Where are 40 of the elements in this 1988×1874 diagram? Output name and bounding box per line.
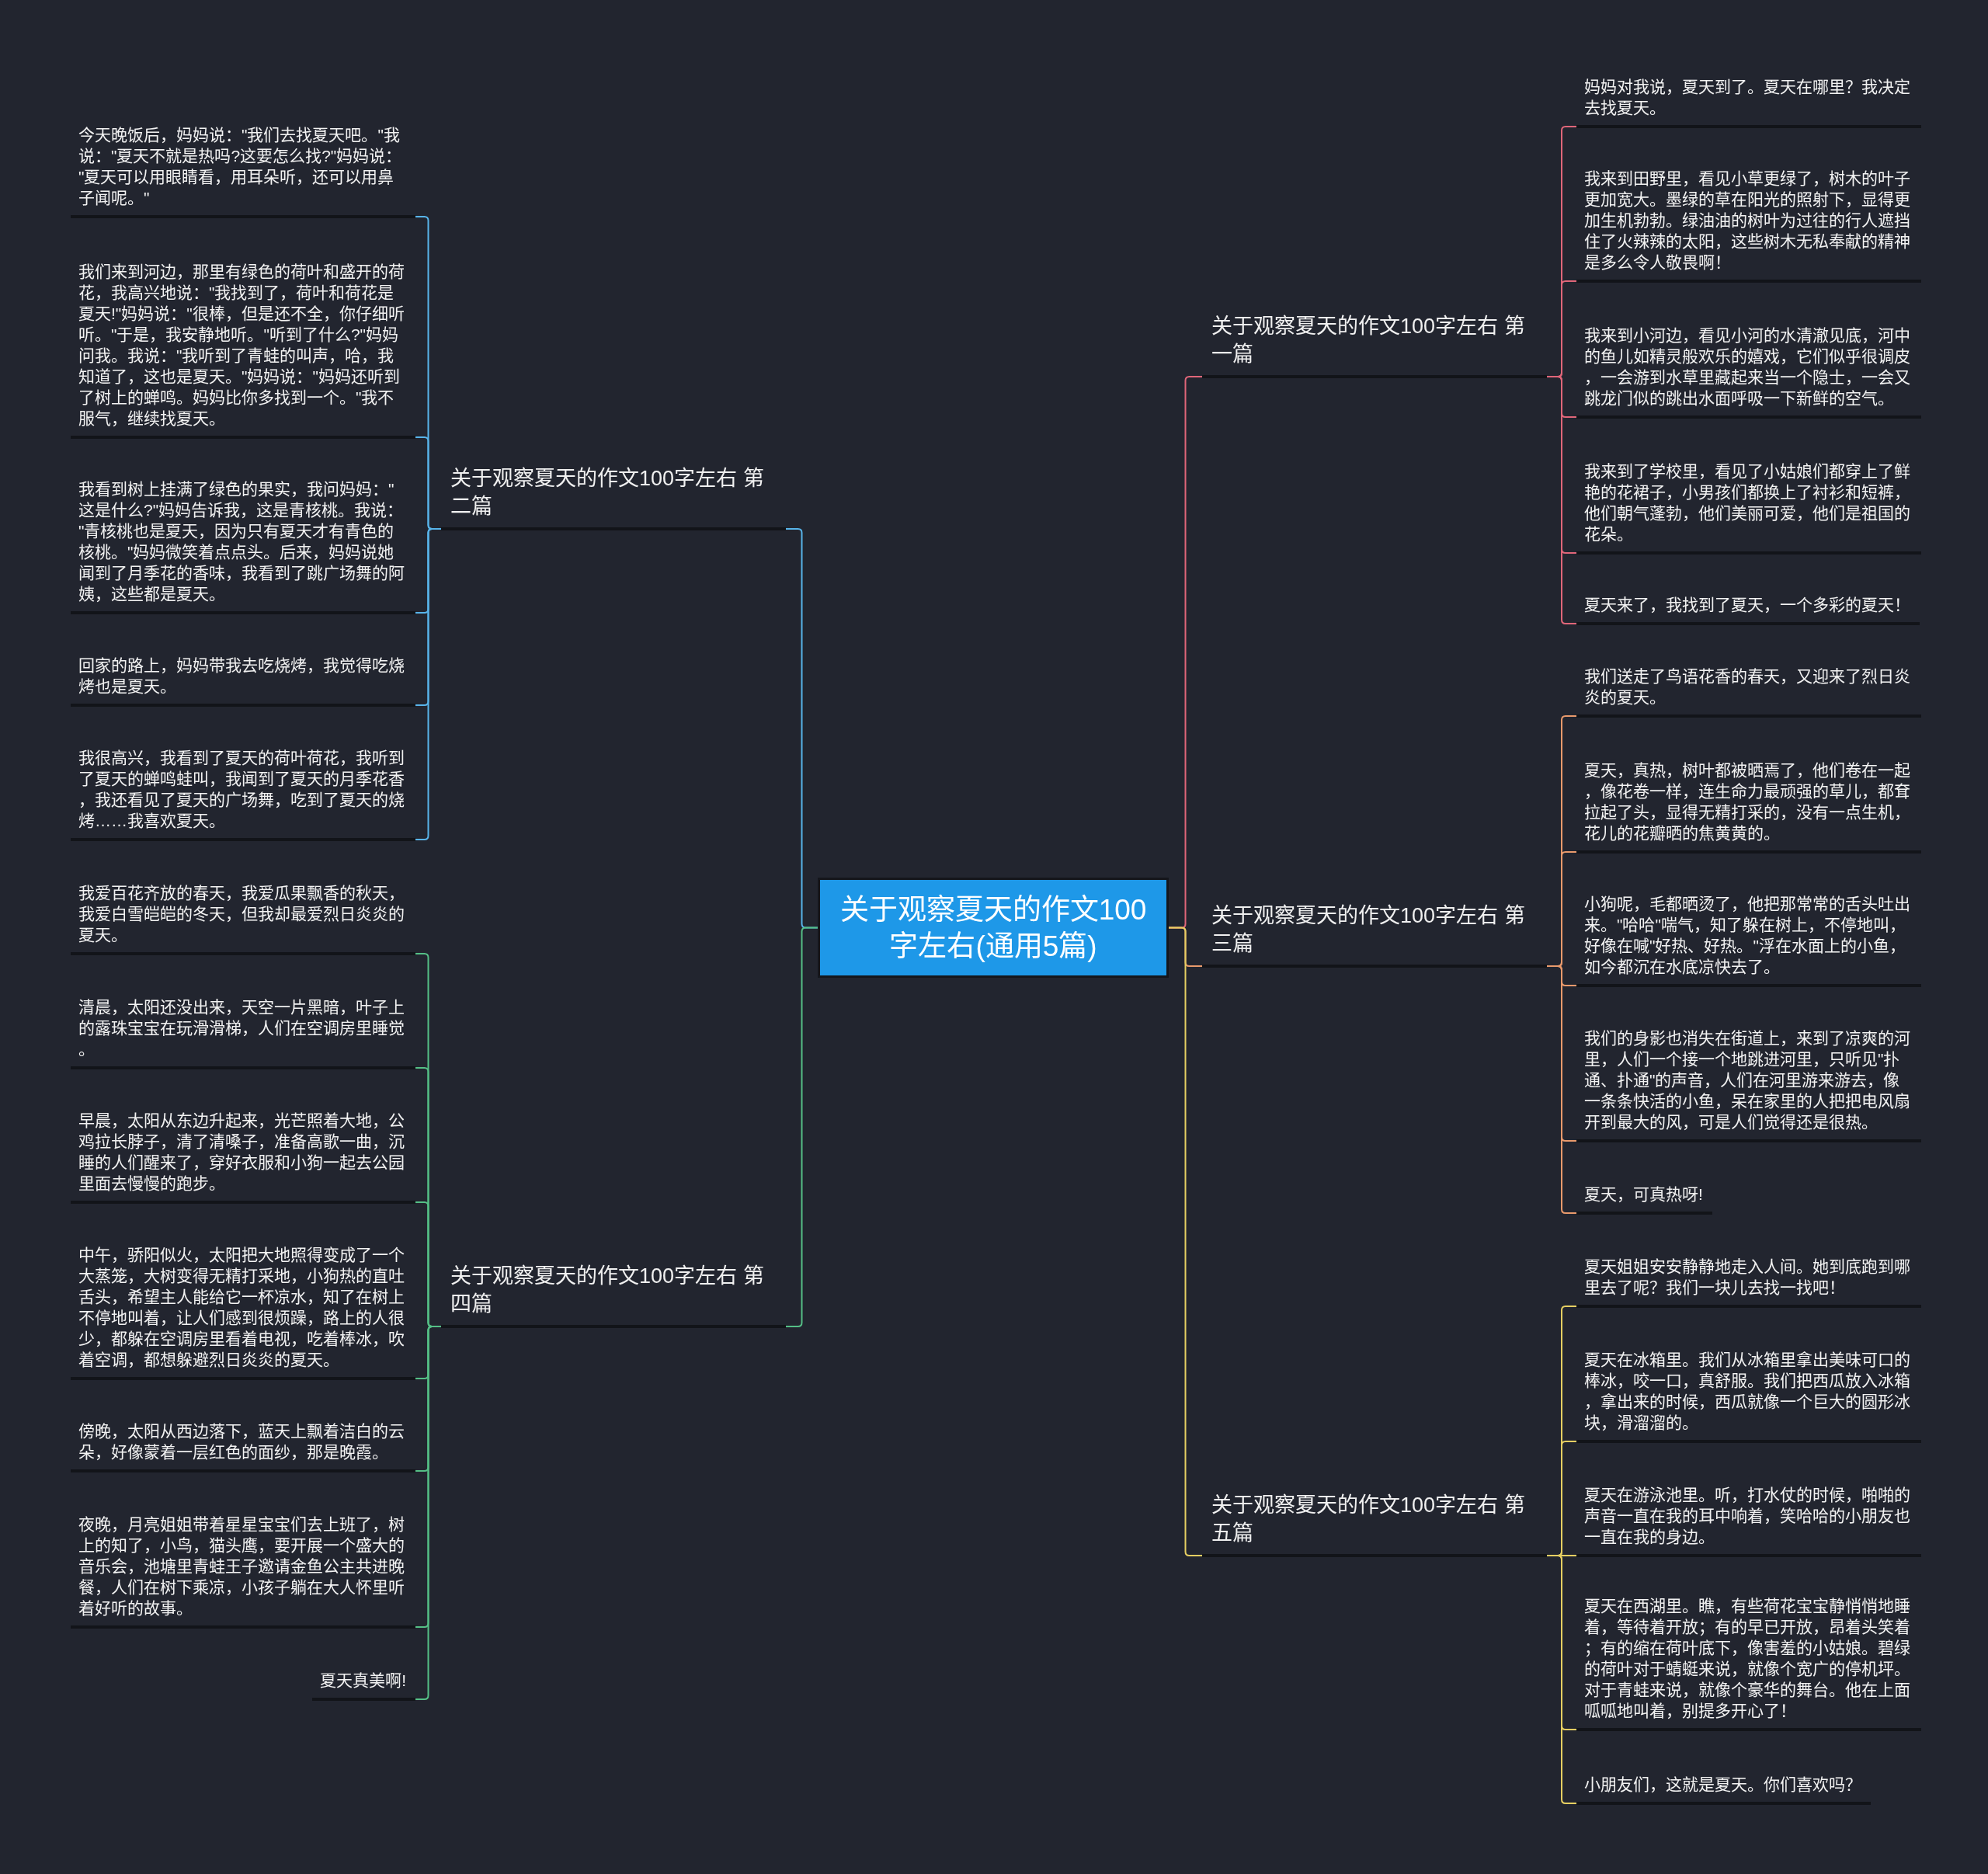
connector-line <box>1168 927 1203 1556</box>
branch-heading: 关于观察夏天的作文100字左右 第四篇 <box>441 1262 786 1328</box>
leaf-paragraph: 夏天在西湖里。瞧，有些荷花宝宝静悄悄地睡着，等待着开放；有的早已开放，昂着头笑着；有的缩在荷叶底下，像害羞的小姑娘。碧绿的荷叶对于蜻蜓来说，就像个宽广的停机坪。对于青蛙来说，就像个豪华的舞台。他在上面呱呱地叫着，别提多开心了！ <box>1576 1589 1921 1731</box>
leaf-paragraph: 早晨，太阳从东边升起来，光芒照着大地，公鸡拉长脖子，清了清嗓子，准备高歌一曲，沉睡的人们醒来了，穿好衣服和小狗一起去公园里面去慢慢的跑步。 <box>71 1104 415 1204</box>
leaf-paragraph: 我爱百花齐放的春天，我爱瓜果飘香的秋天，我爱白雪皑皑的冬天，但我却最爱烈日炎炎的夏天。 <box>71 876 415 955</box>
leaf-paragraph: 夜晚，月亮姐姐带着星星宝宝们去上班了，树上的知了，小鸟，猫头鹰，要开展一个盛大的音乐会，池塘里青蛙王子邀请金鱼公主共进晚餐，人们在树下乘凉，小孩子躺在大人怀里听着好听的故事。 <box>71 1507 415 1629</box>
leaf-paragraph: 我们来到河边，那里有绿色的荷叶和盛开的荷花，我高兴地说："我找到了，荷叶和荷花是夏天!"妈妈说："很棒，但是还不全，你仔细听听。"于是，我安静地听。"听到了什么?"妈妈问我。我说："我听到了青蛙的叫声，哈，我知道了，这也是夏天。"妈妈说："妈妈还听到了树上的蝉鸣。妈妈比你多找到一个。"我不服气，继续找夏天。 <box>71 255 415 439</box>
leaf-paragraph: 我看到树上挂满了绿色的果实，我问妈妈："这是什么?"妈妈告诉我，这是青核桃。我说："青核桃也是夏天，因为只有夏天才有青色的核桃。"妈妈微笑着点点头。后来，妈妈说她闻到了月季花的香味，我看到了跳广场舞的阿姨，这些都是夏天。 <box>71 472 415 614</box>
connector-line <box>415 528 442 840</box>
connector-line <box>415 1326 442 1700</box>
branch-heading: 关于观察夏天的作文100字左右 第三篇 <box>1202 902 1547 968</box>
connector-line <box>785 927 818 1327</box>
branch-heading: 关于观察夏天的作文100字左右 第二篇 <box>441 464 786 530</box>
connector-line <box>1546 376 1577 624</box>
leaf-paragraph: 小朋友们，这就是夏天。你们喜欢吗？ <box>1576 1768 1871 1805</box>
leaf-paragraph: 我来到了学校里，看见了小姑娘们都穿上了鲜艳的花裙子，小男孩们都换上了衬衫和短裤，他们朝气蓬勃，他们美丽可爱，他们是祖国的花朵。 <box>1576 454 1921 555</box>
leaf-paragraph: 夏天，真热，树叶都被晒焉了，他们卷在一起，像花卷一样，连生命力最顽强的草儿，都耷拉起了头，显得无精打采的，没有一点生机，花儿的花瓣晒的焦黄黄的。 <box>1576 753 1921 854</box>
leaf-paragraph: 中午，骄阳似火，太阳把大地照得变成了一个大蒸笼，大树变得无精打采地，小狗热的直吐舌头，希望主人能给它一杯凉水，知了在树上不停地叫着，让人们感到很烦躁，路上的人很少，都躲在空调房里看着电视，吃着棒冰，吹着空调，都想躲避烈日炎炎的夏天。 <box>71 1238 415 1380</box>
leaf-paragraph: 夏天来了，我找到了夏天，一个多彩的夏天！ <box>1576 588 1920 625</box>
leaf-paragraph: 夏天，可真热呀! <box>1576 1177 1712 1215</box>
branch-heading: 关于观察夏天的作文100字左右 第一篇 <box>1202 312 1547 378</box>
connector-line <box>1546 965 1577 1214</box>
leaf-paragraph: 傍晚，太阳从西边落下，蓝天上飘着洁白的云朵，好像蒙着一层红色的面纱，那是晚霞。 <box>71 1414 415 1472</box>
leaf-paragraph: 我来到小河边，看见小河的水清澈见底，河中的鱼儿如精灵般欢乐的嬉戏，它们似乎很调皮，一会游到水草里藏起来当一个隐士，一会又跳龙门似的跳出水面呼吸一下新鲜的空气。 <box>1576 318 1921 419</box>
leaf-paragraph: 夏天在冰箱里。我们从冰箱里拿出美味可口的棒冰，咬一口，真舒服。我们把西瓜放入冰箱，拿出来的时候，西瓜就像一个巨大的圆形冰块，滑溜溜的。 <box>1576 1343 1921 1443</box>
leaf-paragraph: 我很高兴，我看到了夏天的荷叶荷花，我听到了夏天的蝉鸣蛙叫，我闻到了夏天的月季花香，我还看见了夏天的广场舞，吃到了夏天的烧烤……我喜欢夏天。 <box>71 741 415 841</box>
leaf-paragraph: 回家的路上，妈妈带我去吃烧烤，我觉得吃烧烤也是夏天。 <box>71 648 415 707</box>
branch-heading: 关于观察夏天的作文100字左右 第五篇 <box>1202 1491 1547 1557</box>
leaf-paragraph: 夏天姐姐安安静静地走入人间。她到底跑到哪里去了呢？我们一块儿去找一找吧！ <box>1576 1250 1921 1308</box>
leaf-paragraph: 清晨，太阳还没出来，天空一片黑暗，叶子上的露珠宝宝在玩滑滑梯，人们在空调房里睡觉。 <box>71 990 415 1069</box>
leaf-paragraph: 妈妈对我说，夏天到了。夏天在哪里？我决定去找夏天。 <box>1576 70 1921 128</box>
leaf-paragraph: 我们的身影也消失在街道上，来到了凉爽的河里，人们一个接一个地跳进河里，只听见"扑通、扑通"的声音，人们在河里游来游去，像一条条快活的小鱼，呆在家里的人把把电风扇开到最大的风，可是人们觉得还是很热。 <box>1576 1021 1921 1142</box>
leaf-paragraph: 我们送走了鸟语花香的春天，又迎来了烈日炎炎的夏天。 <box>1576 659 1921 718</box>
leaf-paragraph: 今天晚饭后，妈妈说："我们去找夏天吧。"我说："夏天不就是热吗?这要怎么找?"妈妈说："夏天可以用眼睛看，用耳朵听，还可以用鼻子闻呢。" <box>71 118 415 218</box>
leaf-paragraph: 我来到田野里，看见小草更绿了，树木的叶子更加宽大。墨绿的草在阳光的照射下，显得更加生机勃勃。绿油油的树叶为过往的行人遮挡住了火辣辣的太阳，这些树木无私奉献的精神是多么令人敬畏啊！ <box>1576 162 1921 283</box>
connector-line <box>1546 1555 1577 1804</box>
root-topic-box: 关于观察夏天的作文100字左右(通用5篇) <box>818 878 1169 978</box>
leaf-paragraph: 夏天真美啊! <box>312 1664 415 1701</box>
leaf-paragraph: 夏天在游泳池里。听，打水仗的时候，啪啪的声音一直在我的耳中响着，笑哈哈的小朋友也一直在我的身边。 <box>1576 1478 1921 1557</box>
leaf-paragraph: 小狗呢，毛都晒烫了，他把那常常的舌头吐出来。"哈哈"喘气，知了躲在树上，不停地叫，好像在喊"好热、好热。"浮在水面上的小鱼，如今都沉在水底凉快去了。 <box>1576 887 1921 987</box>
